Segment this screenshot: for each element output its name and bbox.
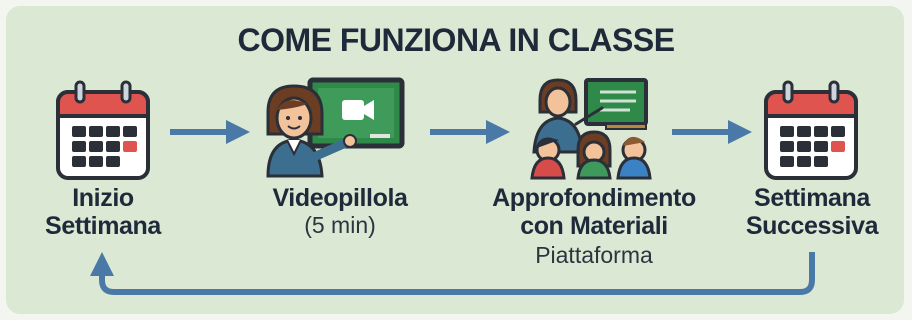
loop-back-arrow — [90, 252, 815, 295]
step-sub-piattaforma: Piattaforma — [535, 242, 653, 268]
step-label-inizio: Inizio Settimana — [45, 184, 161, 240]
step-label-videopillola: Videopillola — [272, 184, 408, 212]
teacher-video-icon — [266, 77, 405, 178]
step-sub-duration: (5 min) — [304, 212, 376, 238]
step-label-approfondimento: Approfondimento con Materiali — [492, 184, 696, 240]
diagram-title: COME FUNZIONA IN CLASSE — [237, 22, 675, 58]
calendar-icon — [764, 80, 858, 180]
calendar-icon — [56, 80, 150, 180]
classroom-icon — [530, 78, 652, 180]
step-label-settimana-successiva: Settimana Successiva — [745, 184, 879, 240]
diagram-card — [6, 6, 904, 314]
